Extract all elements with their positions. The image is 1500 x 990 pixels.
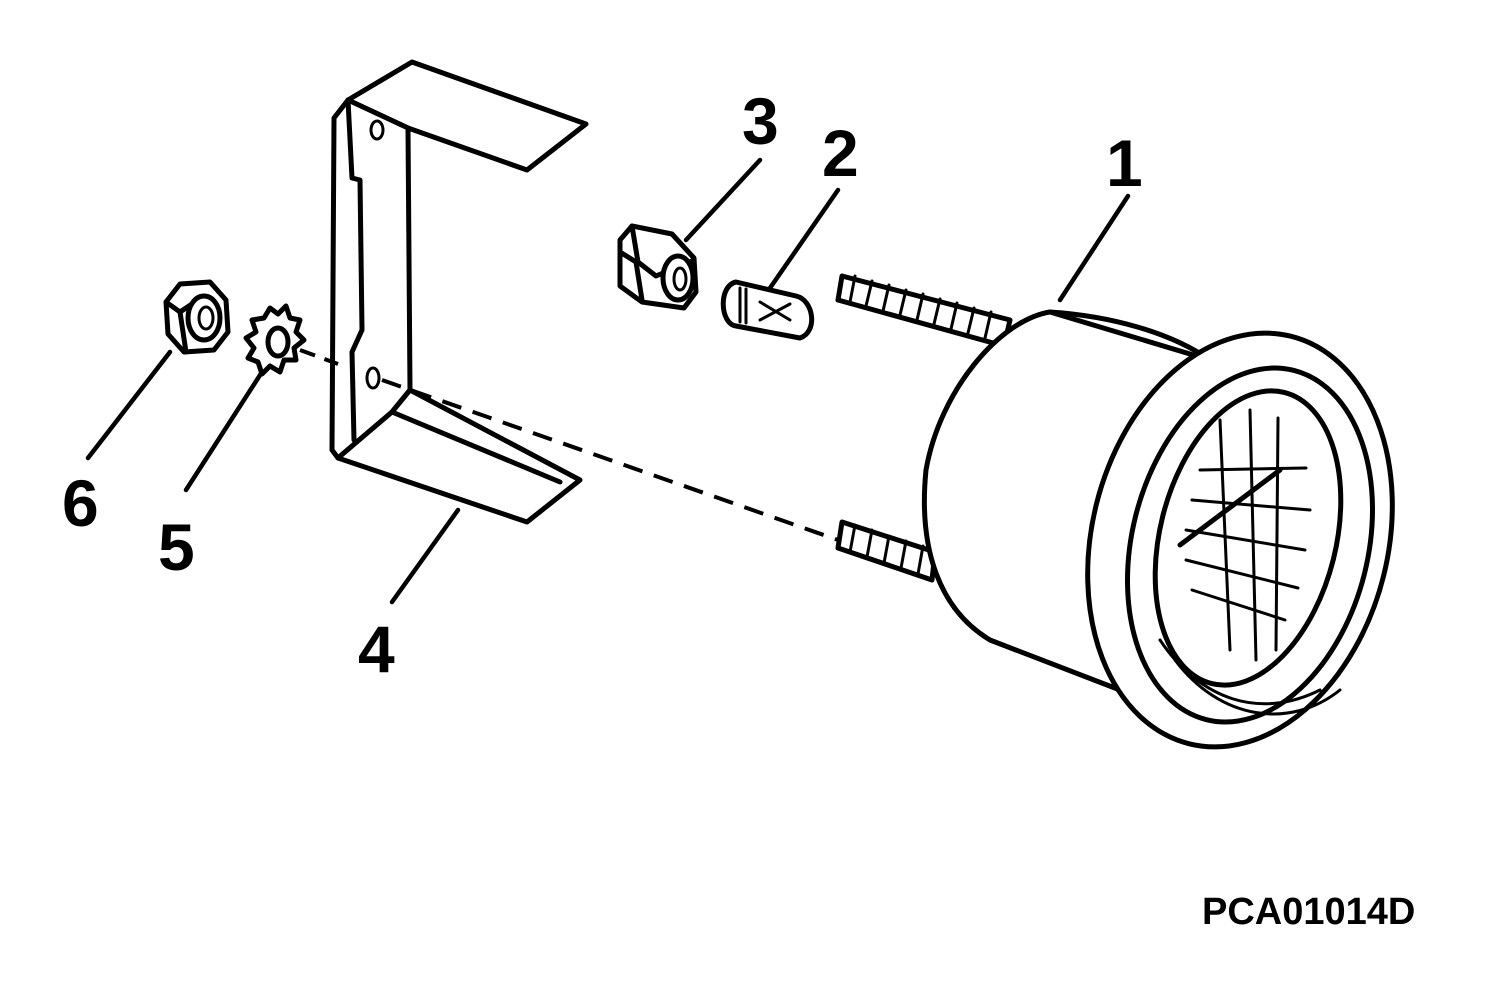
leader-4: [389, 507, 461, 605]
leader-1: [1057, 193, 1131, 303]
leader-lines: [85, 157, 1131, 605]
leader-5: [183, 369, 265, 493]
bulb-socket: [617, 223, 699, 311]
assembly-centerline: [299, 348, 839, 542]
callout-1: 1: [1106, 126, 1143, 200]
callout-4: 4: [358, 612, 395, 686]
gauge-dial: [1158, 408, 1342, 716]
callout-2: 2: [822, 116, 859, 190]
callout-3: 3: [742, 84, 779, 158]
lock-washer: [243, 303, 307, 377]
gauge-stud-upper: [835, 273, 1013, 349]
leader-2: [767, 187, 841, 291]
mounting-bracket: [329, 59, 589, 525]
figure-id: PCA01014D: [1202, 891, 1415, 933]
bulb: [720, 279, 815, 341]
hex-nut: [163, 279, 231, 355]
gauge-assembly: [835, 273, 1395, 750]
leader-3: [683, 157, 763, 243]
callout-6: 6: [62, 466, 99, 540]
leader-6: [85, 349, 173, 461]
gauge-stud-lower: [835, 519, 938, 583]
callout-5: 5: [158, 510, 195, 584]
